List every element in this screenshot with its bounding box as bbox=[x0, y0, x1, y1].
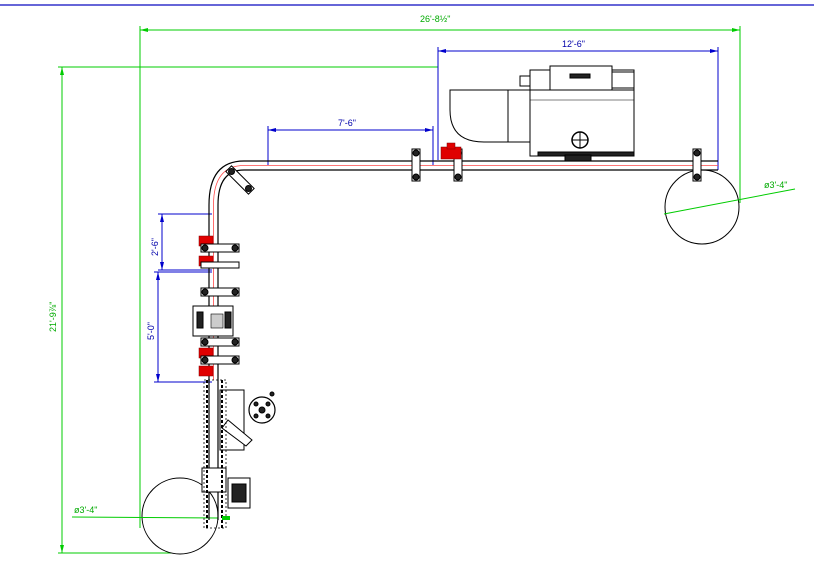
filler-machine bbox=[449, 65, 635, 162]
turntable-left: ø3'-4" bbox=[71, 477, 219, 555]
overall-height-dimension: 21'-9⅞" bbox=[48, 66, 438, 554]
top-right-span-label: 12'-6" bbox=[562, 39, 585, 49]
conveyor-line bbox=[208, 160, 718, 520]
overall-width-label: 26'-8½" bbox=[420, 14, 450, 24]
red-valve-top bbox=[440, 142, 462, 160]
green-marker bbox=[222, 516, 230, 520]
top-right-span-dimension: 12'-6" bbox=[437, 39, 719, 170]
overall-height-label: 21'-9⅞" bbox=[48, 302, 58, 332]
turntable-right-dia-label: ø3'-4" bbox=[764, 180, 787, 190]
left-lower-span-dimension: 5'-0" bbox=[146, 271, 212, 383]
overall-width-dimension: 26'-8½" bbox=[139, 14, 741, 528]
turntable-right: ø3'-4" bbox=[663, 169, 796, 245]
top-mid-span-dimension: 7'-6" bbox=[267, 118, 434, 165]
left-lower-span-label: 5'-0" bbox=[146, 322, 156, 340]
left-stations bbox=[192, 235, 276, 529]
turntable-left-dia-label: ø3'-4" bbox=[74, 505, 97, 515]
left-upper-span-dimension: 2'-6" bbox=[150, 213, 212, 271]
left-upper-span-label: 2'-6" bbox=[150, 238, 160, 256]
top-mid-span-label: 7'-6" bbox=[338, 118, 356, 128]
